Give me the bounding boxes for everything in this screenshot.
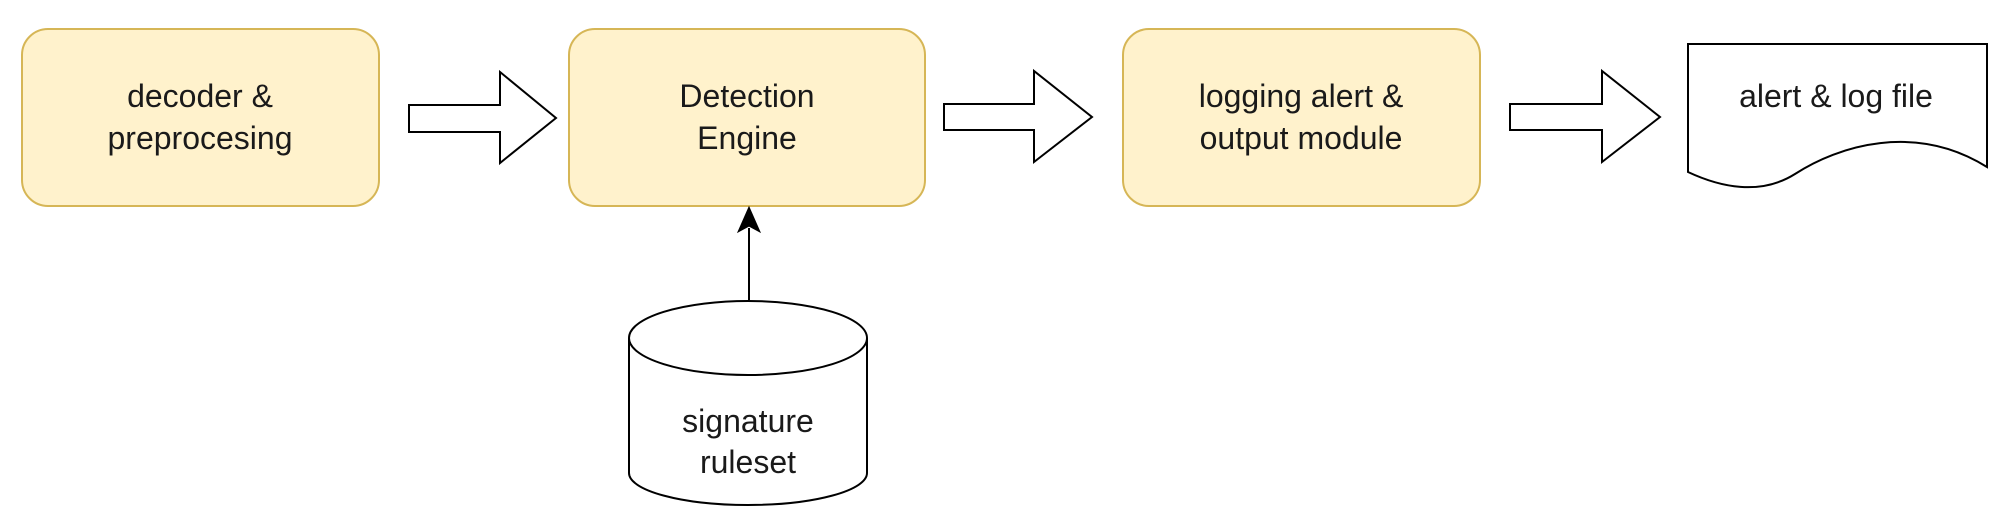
detection-engine-node: Detection Engine bbox=[568, 28, 926, 207]
logging-label-line2: output module bbox=[1200, 120, 1403, 156]
database-cylinder-top bbox=[628, 300, 868, 376]
detection-engine-box bbox=[568, 28, 926, 207]
file-label: alert & log file bbox=[1739, 78, 1933, 114]
logging-label-line1: logging alert & bbox=[1199, 78, 1404, 114]
decoder-label-line2: preprocesing bbox=[108, 120, 293, 156]
connector-arrowhead bbox=[736, 205, 762, 234]
logging-output-box bbox=[1122, 28, 1481, 207]
alert-log-file-node: alert & log file bbox=[1687, 43, 1988, 189]
flow-arrow-decoder-to-detection bbox=[408, 69, 558, 166]
logging-output-node: logging alert & output module bbox=[1122, 28, 1481, 207]
ruleset-label-line2: ruleset bbox=[700, 444, 796, 480]
ruleset-label-line1: signature bbox=[682, 403, 814, 439]
signature-ruleset-node: signature ruleset bbox=[628, 300, 868, 506]
detection-label-line1: Detection bbox=[679, 78, 814, 114]
decoder-label-line1: decoder & bbox=[127, 78, 273, 114]
flow-arrow-logging-to-file bbox=[1509, 68, 1662, 165]
decoder-preprocessing-node: decoder & preprocesing bbox=[21, 28, 380, 207]
detection-label-line2: Engine bbox=[697, 120, 797, 156]
decoder-preprocessing-box bbox=[21, 28, 380, 207]
document-shape bbox=[1687, 43, 1988, 189]
database-cylinder-body bbox=[628, 338, 868, 506]
flow-arrow-detection-to-logging bbox=[943, 68, 1094, 165]
